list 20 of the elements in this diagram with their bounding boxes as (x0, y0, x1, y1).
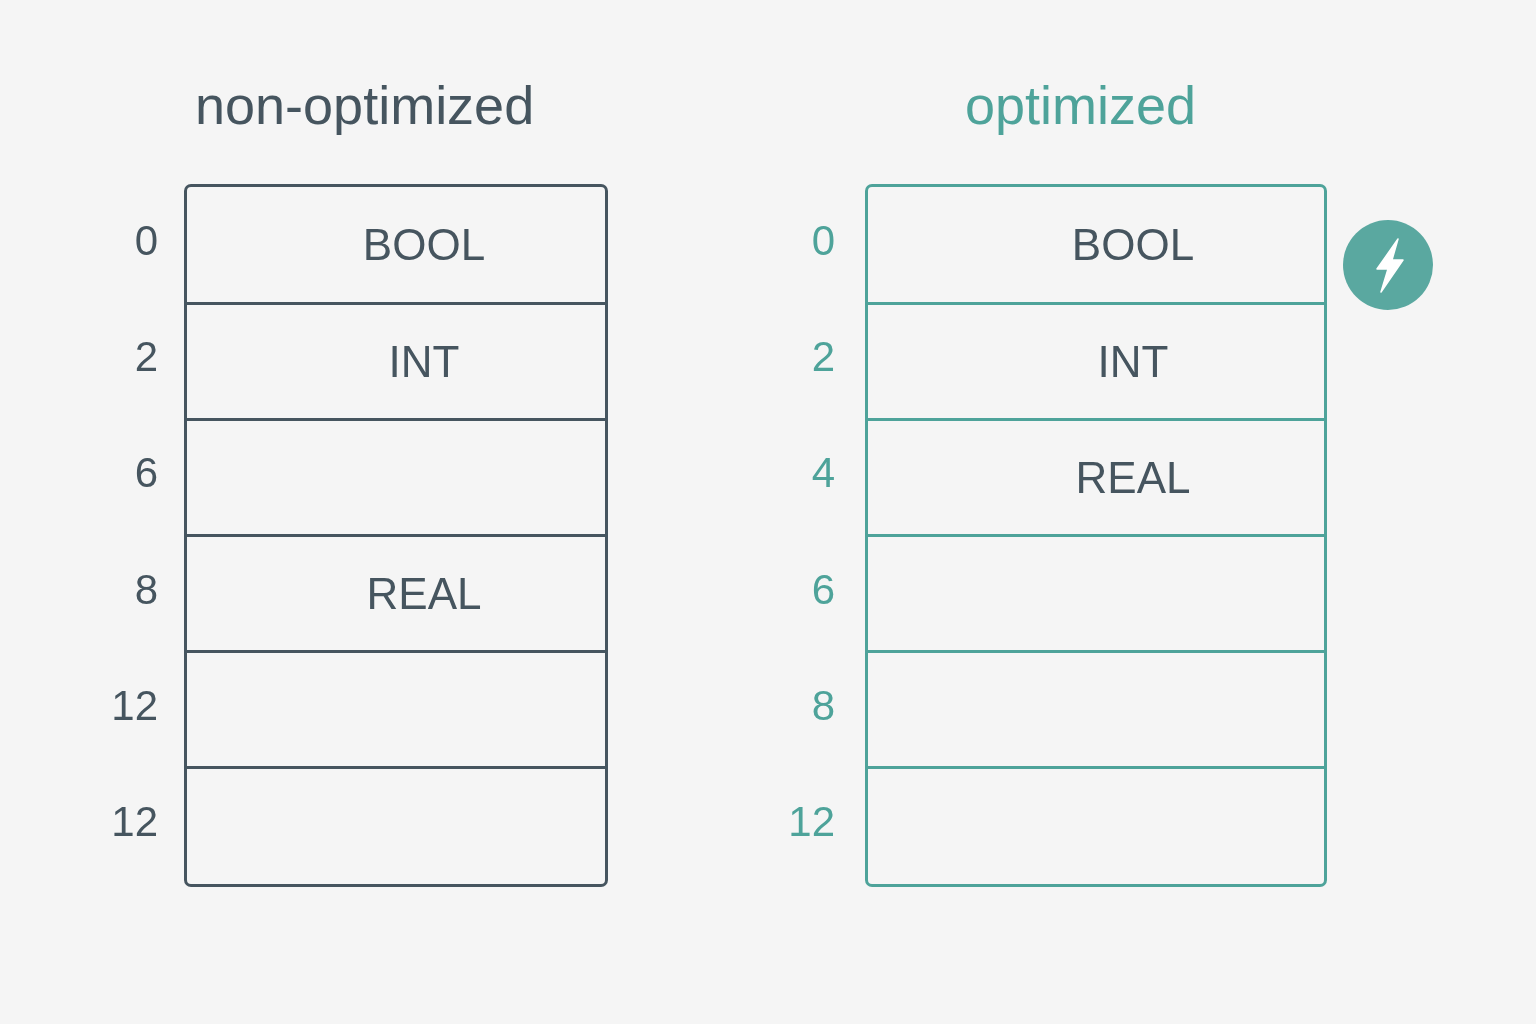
byte-offset: 4 (811, 449, 835, 498)
type-label: REAL (1075, 453, 1191, 504)
type-label: BOOL (362, 220, 486, 271)
type-label: REAL (366, 569, 482, 620)
type-label: INT (388, 337, 460, 387)
byte-offset: 8 (134, 565, 158, 614)
byte-offset: 0 (811, 217, 835, 266)
table-heading: optimized (965, 74, 1197, 137)
byte-offset: 0 (134, 217, 158, 266)
byte-offset: 6 (134, 449, 158, 498)
byte-offset: 2 (811, 333, 835, 382)
type-label: BOOL (1071, 220, 1195, 271)
byte-offset: 8 (811, 681, 835, 730)
byte-offset: 6 (811, 565, 835, 614)
byte-offset: 12 (111, 681, 158, 730)
byte-offset: 12 (788, 797, 835, 846)
table-heading: non-optimized (195, 74, 535, 137)
byte-offset: 2 (134, 333, 158, 382)
type-label: INT (1097, 337, 1169, 387)
byte-offset: 12 (111, 797, 158, 846)
